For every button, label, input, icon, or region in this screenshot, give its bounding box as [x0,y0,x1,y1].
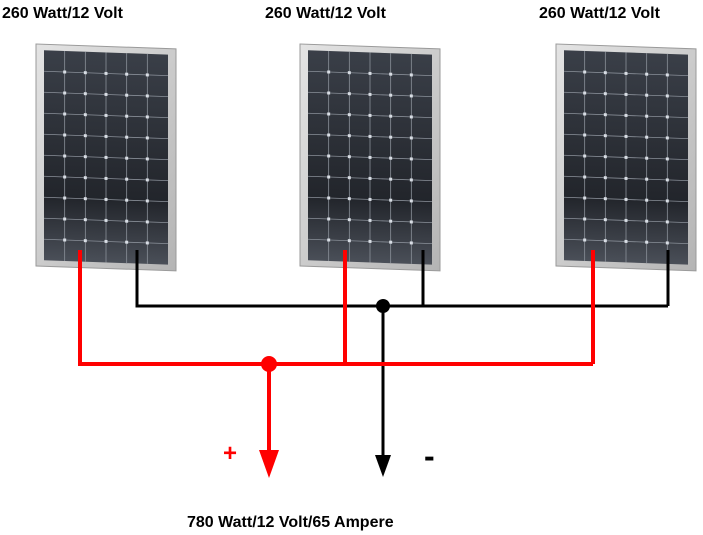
positive-junction [261,356,277,372]
solar-panel-1 [35,43,177,272]
panel-3-cell-grid [564,50,688,264]
panel-3-label: 260 Watt/12 Volt [539,5,660,22]
panel-1-cell-grid [44,50,168,264]
panel-1-negative-lead [135,250,668,308]
positive-output-arrow [259,450,279,478]
positive-terminal-symbol: + [223,440,238,467]
solar-panel-2 [299,43,441,272]
solar-panel-3 [555,43,697,272]
panel-1-label: 260 Watt/12 Volt [2,5,123,22]
negative-wiring [135,250,670,460]
positive-wiring [78,250,595,455]
panel-1-positive-lead [78,250,593,366]
total-output-label: 780 Watt/12 Volt/65 Ampere [187,514,394,531]
negative-junction [376,299,390,313]
panel-2-cell-grid [308,50,432,264]
negative-terminal-symbol: - [424,438,435,474]
panel-2-label: 260 Watt/12 Volt [265,5,386,22]
negative-output-arrow [375,455,391,477]
